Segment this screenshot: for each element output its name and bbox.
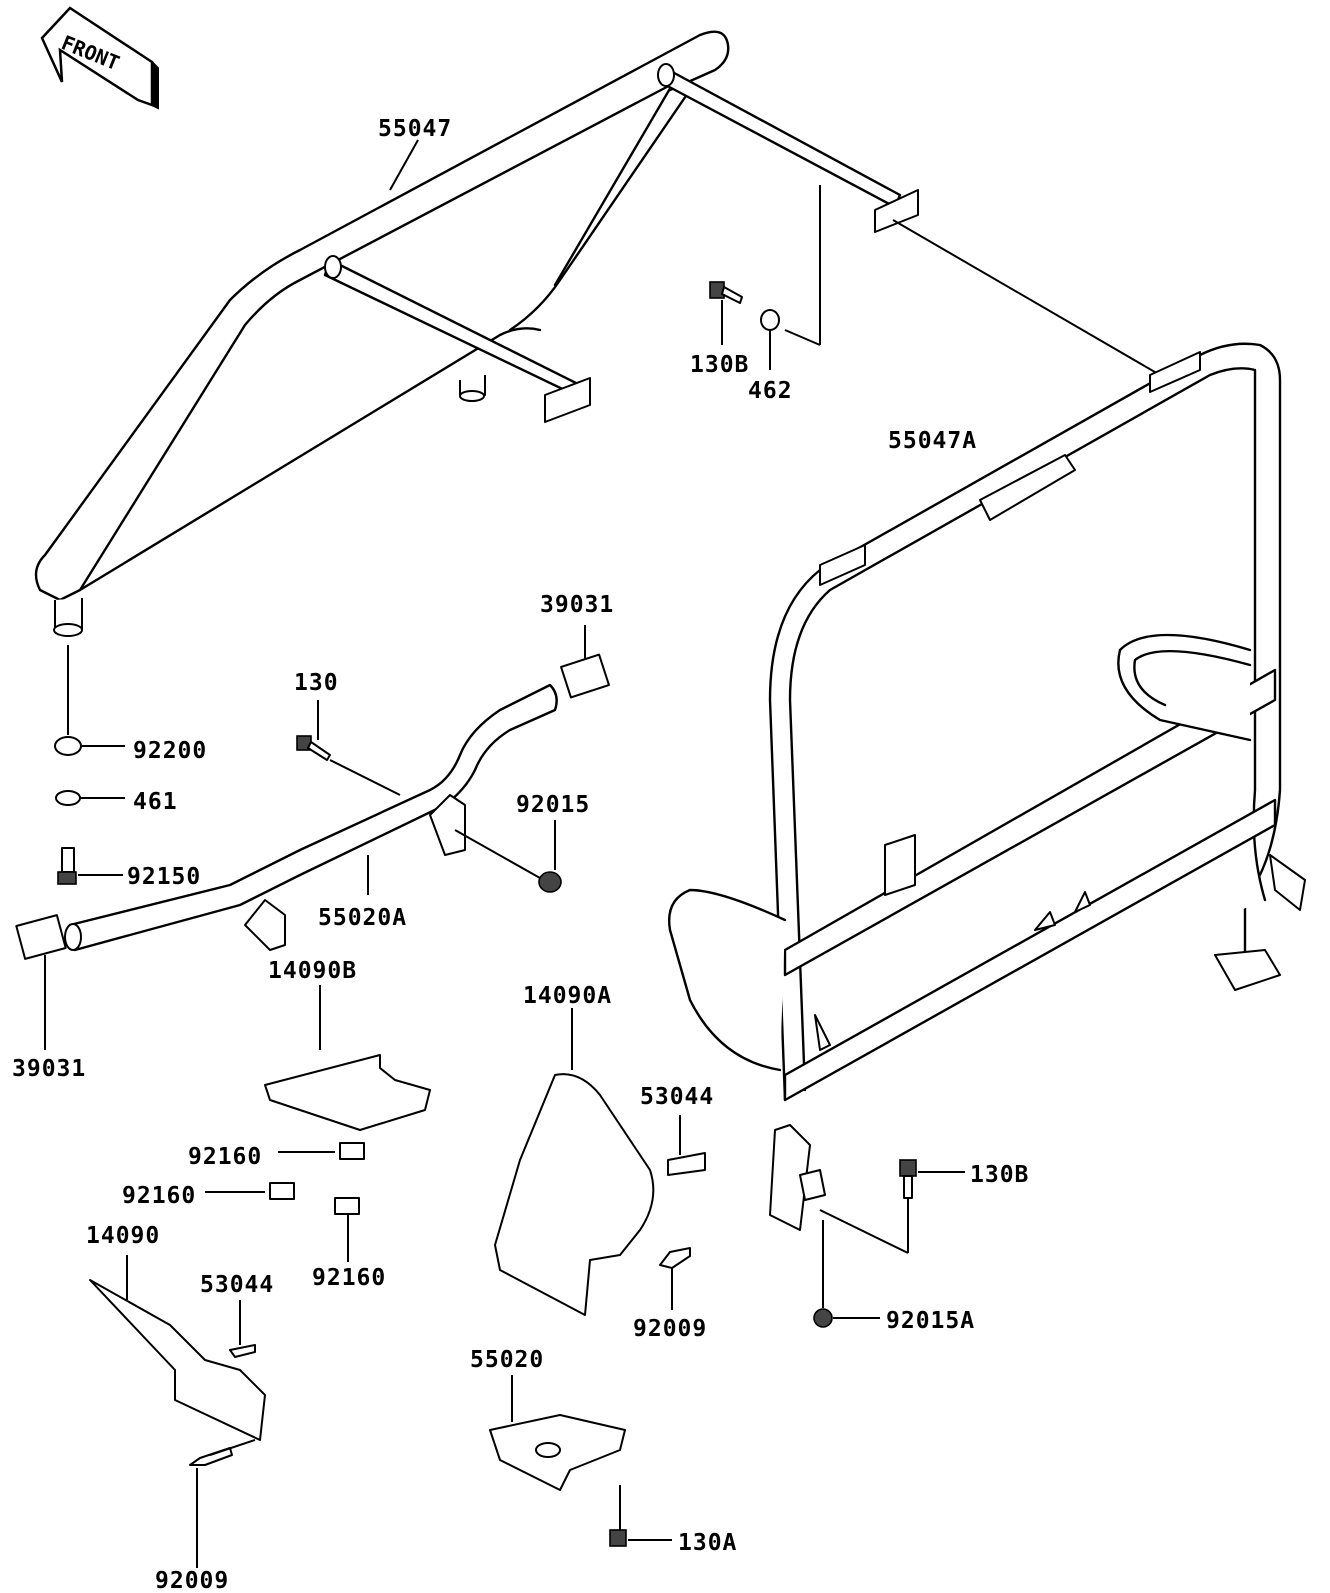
- label-461: 461: [133, 789, 178, 815]
- label-130: 130: [294, 670, 339, 696]
- label-55047: 55047: [378, 116, 452, 142]
- label-92160-a: 92160: [188, 1144, 262, 1170]
- bolt-130b-bottom-icon: [899, 1159, 917, 1199]
- screw-92009-bottom-icon: [189, 1447, 233, 1466]
- label-55020a: 55020A: [318, 905, 407, 931]
- washer-462-icon: [760, 309, 780, 331]
- pad-92160-c-icon: [334, 1197, 360, 1215]
- washer-461-icon: [55, 790, 81, 806]
- label-14090: 14090: [86, 1223, 160, 1249]
- plate-14090b: [264, 1054, 431, 1131]
- label-92015a: 92015A: [886, 1308, 975, 1334]
- roof-frame-55047: [34, 30, 919, 637]
- pad-92160-b-icon: [269, 1182, 295, 1200]
- plate-14090: [89, 1279, 266, 1441]
- clip-53044-right-icon: [667, 1152, 706, 1176]
- label-92009-right: 92009: [633, 1316, 707, 1342]
- bushing-39031-bottom-icon: [15, 914, 67, 960]
- label-92009-bottom: 92009: [155, 1568, 229, 1593]
- label-14090b: 14090B: [268, 958, 357, 984]
- label-462: 462: [748, 378, 793, 404]
- bar-55020a: [64, 683, 558, 952]
- bolt-130-icon: [296, 735, 331, 761]
- label-92160-b: 92160: [122, 1183, 196, 1209]
- bolt-92150-icon: [57, 847, 77, 885]
- bolt-130b-top-icon: [709, 281, 743, 304]
- bushing-39031-top-icon: [560, 653, 610, 699]
- label-130a: 130A: [678, 1530, 737, 1556]
- label-92200: 92200: [133, 738, 207, 764]
- label-14090a: 14090A: [523, 983, 612, 1009]
- label-55047a: 55047A: [888, 428, 977, 454]
- label-92015: 92015: [516, 792, 590, 818]
- label-92150: 92150: [127, 864, 201, 890]
- plate-55020: [489, 1414, 626, 1491]
- label-39031-bottom: 39031: [12, 1056, 86, 1082]
- label-92160-c: 92160: [312, 1265, 386, 1291]
- label-130b-top: 130B: [690, 352, 749, 378]
- label-55020: 55020: [470, 1347, 544, 1373]
- clip-53044-left-icon: [229, 1344, 256, 1358]
- front-arrow-icon: FRONT: [40, 6, 159, 110]
- label-53044-right: 53044: [640, 1084, 714, 1110]
- nut-92015a-icon: [813, 1308, 833, 1328]
- bolt-130a-icon: [609, 1529, 627, 1547]
- label-130b-bottom: 130B: [970, 1162, 1029, 1188]
- label-53044-left: 53044: [200, 1272, 274, 1298]
- pad-92160-a-icon: [339, 1142, 365, 1160]
- plate-14090a: [494, 1073, 655, 1316]
- label-39031-top: 39031: [540, 592, 614, 618]
- rear-frame-55047a: [668, 342, 1306, 1231]
- nut-92015-icon: [538, 871, 562, 893]
- screw-92009-right-icon: [659, 1247, 691, 1269]
- grommet-92200-icon: [54, 736, 82, 756]
